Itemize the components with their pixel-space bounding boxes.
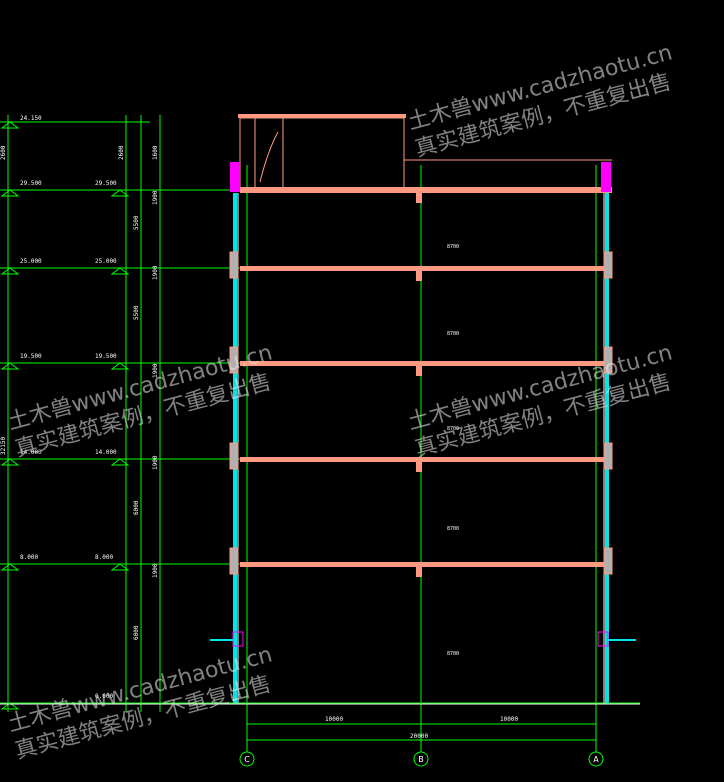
room-label: 8700 (447, 651, 459, 657)
span-label: 10000 (325, 716, 343, 723)
parapet-details (230, 162, 611, 192)
level-markers (0, 121, 130, 710)
dimension-text: 1900 (152, 563, 159, 578)
elevation-label: 29.500 (20, 180, 42, 187)
slab-edge-details (229, 251, 613, 575)
room-label: 8700 (447, 426, 459, 432)
dimension-text: 1600 (152, 145, 159, 160)
axis-label-b: B (418, 755, 424, 764)
room-label: 8700 (447, 331, 459, 337)
dimension-text: 6000 (133, 625, 140, 640)
dimension-text: 1900 (152, 455, 159, 470)
dimension-lines (7, 115, 161, 712)
span-label: 10000 (500, 716, 518, 723)
bottom-dimension-lines (247, 723, 596, 741)
dimension-text: 32150 (0, 437, 7, 455)
axis-bubbles (239, 751, 604, 767)
dimension-text: 1900 (152, 190, 159, 205)
dimension-text: 2600 (0, 145, 7, 160)
elevation-label: 19.500 (20, 353, 42, 360)
dimension-text: 5500 (133, 305, 140, 320)
elevation-label: 0.000 (95, 693, 113, 700)
elevation-label: 25.000 (95, 258, 117, 265)
room-label: 8700 (447, 526, 459, 532)
elevation-label: 14.000 (20, 449, 42, 456)
floor-slabs (240, 187, 612, 577)
axis-label-c: C (244, 755, 250, 764)
room-label: 8700 (447, 244, 459, 250)
dimension-text: 6000 (133, 500, 140, 515)
elevation-label: 24.150 (20, 115, 42, 122)
dimension-text: 1900 (152, 363, 159, 378)
roof-cap (238, 114, 406, 118)
elevation-label: 8.000 (20, 554, 38, 561)
span-label: 20000 (410, 733, 428, 740)
elevation-label: 14.000 (95, 449, 117, 456)
dimension-text: 1900 (152, 265, 159, 280)
dimension-text: 5500 (133, 215, 140, 230)
elevation-label: 25.000 (20, 258, 42, 265)
elevation-label: 29.500 (95, 180, 117, 187)
elevation-label: 19.500 (95, 353, 117, 360)
axis-label-a: A (593, 755, 599, 764)
dimension-text: 2600 (118, 145, 125, 160)
elevation-label: 8.000 (95, 554, 113, 561)
